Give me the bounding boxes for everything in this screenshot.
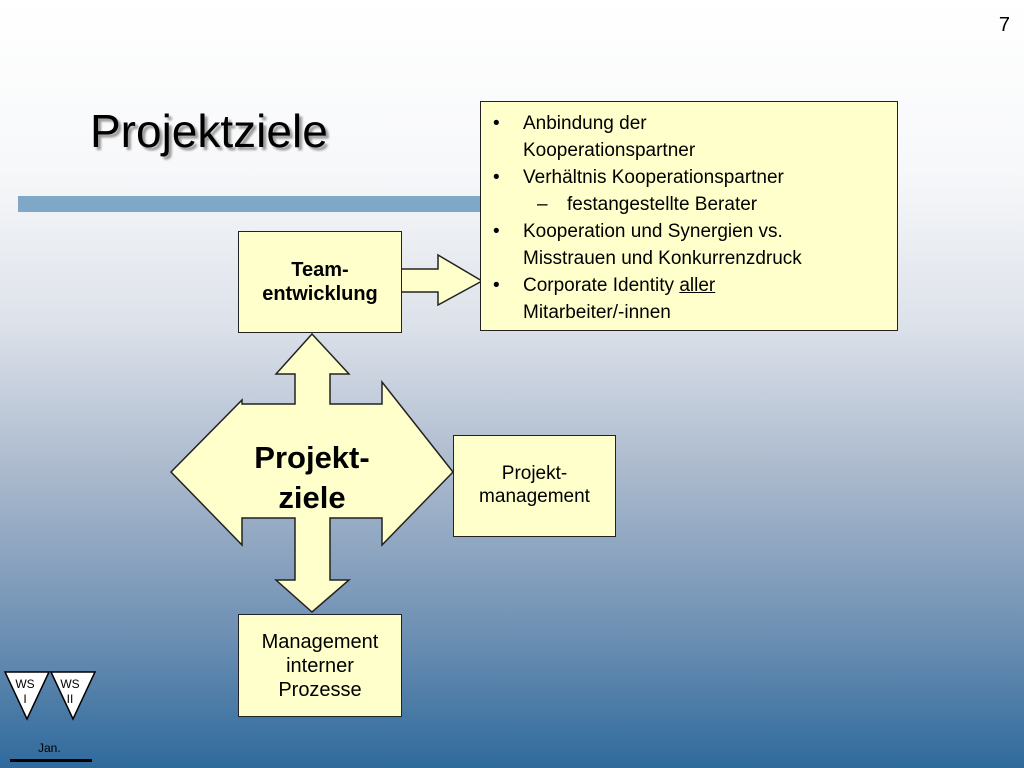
goal-item-4: • Corporate Identity aller	[493, 272, 889, 299]
goal-item-3-cont: Misstrauen und Konkurrenzdruck	[493, 245, 889, 272]
bullet: •	[493, 167, 500, 188]
footer-date: Jan.	[38, 741, 61, 755]
goal-item-2-line1: Verhältnis Kooperationspartner	[523, 167, 784, 188]
goal-item-1-line1: Anbindung der	[523, 113, 647, 134]
slide-number: 7	[998, 14, 1010, 36]
box-pm-label: Projekt- management	[479, 463, 590, 507]
goal-item-2-sub: – festangestellte Berater	[493, 191, 889, 218]
title-underline-bar	[18, 196, 488, 212]
goal-item-4-underlined: aller	[679, 275, 716, 296]
slide-title: Projektziele	[90, 105, 328, 157]
bullet: •	[493, 275, 500, 296]
team-goals-box: • Anbindung der Kooperationspartner • Ve…	[480, 101, 898, 331]
center-cross-arrow	[169, 332, 454, 613]
goal-item-3-line2: Misstrauen und Konkurrenzdruck	[523, 248, 802, 269]
box-team-development: Team- entwicklung	[238, 231, 402, 333]
goal-item-2-subtext: festangestellte Berater	[567, 194, 758, 215]
footer-underline	[10, 759, 92, 762]
bullet: •	[493, 113, 500, 134]
goal-item-4-prefix: Corporate Identity	[523, 275, 680, 296]
goal-item-1-line2: Kooperationspartner	[523, 140, 696, 161]
logo-ws-one: WS I	[15, 677, 35, 706]
box-internal-processes: Management interner Prozesse	[238, 614, 402, 717]
bullet: •	[493, 221, 500, 242]
box-project-management: Projekt- management	[453, 435, 616, 537]
goal-item-1-cont: Kooperationspartner	[493, 137, 889, 164]
ws-logo-icon	[4, 671, 97, 721]
box-team-label: Team- entwicklung	[262, 259, 378, 305]
goal-item-2: • Verhältnis Kooperationspartner	[493, 164, 889, 191]
center-label-projektziele: Projekt- ziele	[254, 440, 370, 516]
logo-ws-two: WS II	[60, 677, 80, 706]
box-mip-label: Management interner Prozesse	[261, 630, 379, 701]
goal-item-3-line1: Kooperation und Synergien vs.	[523, 221, 783, 242]
goal-item-4-cont: Mitarbeiter/-innen	[493, 299, 889, 326]
goal-item-3: • Kooperation und Synergien vs.	[493, 218, 889, 245]
goal-item-1: • Anbindung der	[493, 110, 889, 137]
goal-item-4-line2: Mitarbeiter/-innen	[523, 302, 671, 323]
dash: –	[537, 194, 548, 215]
team-to-goals-arrow	[399, 253, 484, 307]
